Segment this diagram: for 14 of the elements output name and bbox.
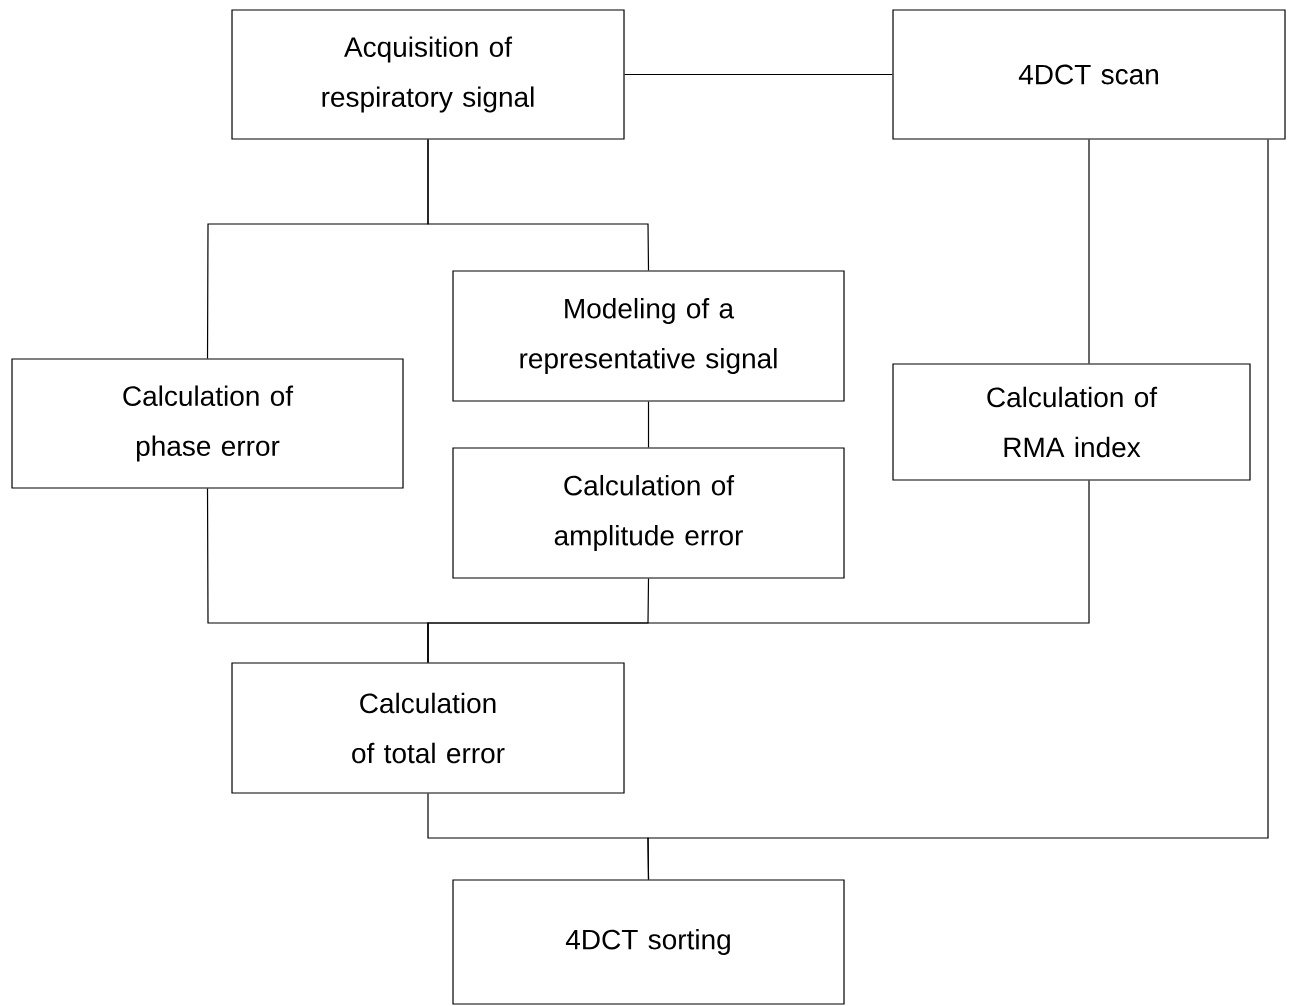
connector-line	[647, 139, 1269, 880]
process-box: Calculation of RMA index	[892, 363, 1251, 481]
connector-line	[427, 139, 650, 271]
process-box: Calculation of total error	[231, 662, 625, 794]
process-box: Calculation of phase error	[11, 358, 404, 489]
process-box: 4DCT sorting	[452, 879, 845, 1005]
process-box: Acquisition of respiratory signal	[231, 9, 625, 140]
connector-line	[427, 480, 1090, 663]
process-box: 4DCT scan	[892, 9, 1286, 140]
process-box: Calculation of amplitude error	[452, 447, 845, 579]
process-box: Modeling of a representative signal	[452, 270, 845, 402]
connector-line	[624, 73, 893, 76]
connector-line	[647, 401, 650, 448]
connector-line	[1088, 139, 1090, 364]
